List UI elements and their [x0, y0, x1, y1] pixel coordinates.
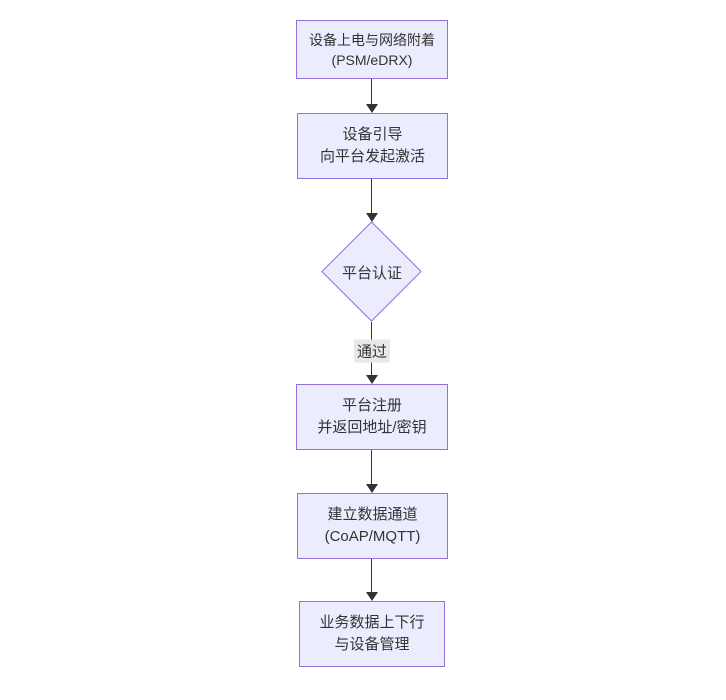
- node-business-mgmt: 业务数据上下行 与设备管理: [299, 601, 445, 667]
- node-label-line: 平台认证: [341, 264, 402, 282]
- arrow-down-icon: [366, 104, 378, 113]
- node-power-attach: 设备上电与网络附着 (PSM/eDRX): [296, 20, 448, 79]
- node-label-line: 设备引导: [342, 126, 403, 143]
- node-label-line: (PSM/eDRX): [331, 51, 413, 68]
- node-label-line: 并返回地址/密钥: [317, 419, 427, 436]
- edge-bootstrap-auth: [371, 179, 372, 214]
- node-data-channel: 建立数据通道 (CoAP/MQTT): [297, 493, 448, 559]
- arrow-down-icon: [366, 375, 378, 384]
- edge-channel-business: [371, 559, 372, 593]
- edge-attach-bootstrap: [371, 79, 372, 105]
- node-bootstrap: 设备引导 向平台发起激活: [297, 113, 448, 179]
- arrow-down-icon: [366, 592, 378, 601]
- arrow-down-icon: [366, 213, 378, 222]
- node-label-line: 向平台发起激活: [319, 148, 425, 165]
- edge-label-pass: 通过: [353, 339, 391, 363]
- arrow-down-icon: [366, 484, 378, 493]
- node-label-line: 平台注册: [341, 397, 402, 414]
- node-label-line: 建立数据通道: [327, 506, 418, 523]
- node-label-line: 业务数据上下行: [319, 614, 425, 631]
- node-label-line: 与设备管理: [334, 636, 410, 653]
- node-platform-register: 平台注册 并返回地址/密钥: [296, 384, 448, 450]
- node-label-line: (CoAP/MQTT): [324, 528, 421, 545]
- edge-register-channel: [371, 450, 372, 485]
- node-label-line: 设备上电与网络附着: [309, 31, 435, 48]
- node-platform-auth: 平台认证: [321, 221, 423, 323]
